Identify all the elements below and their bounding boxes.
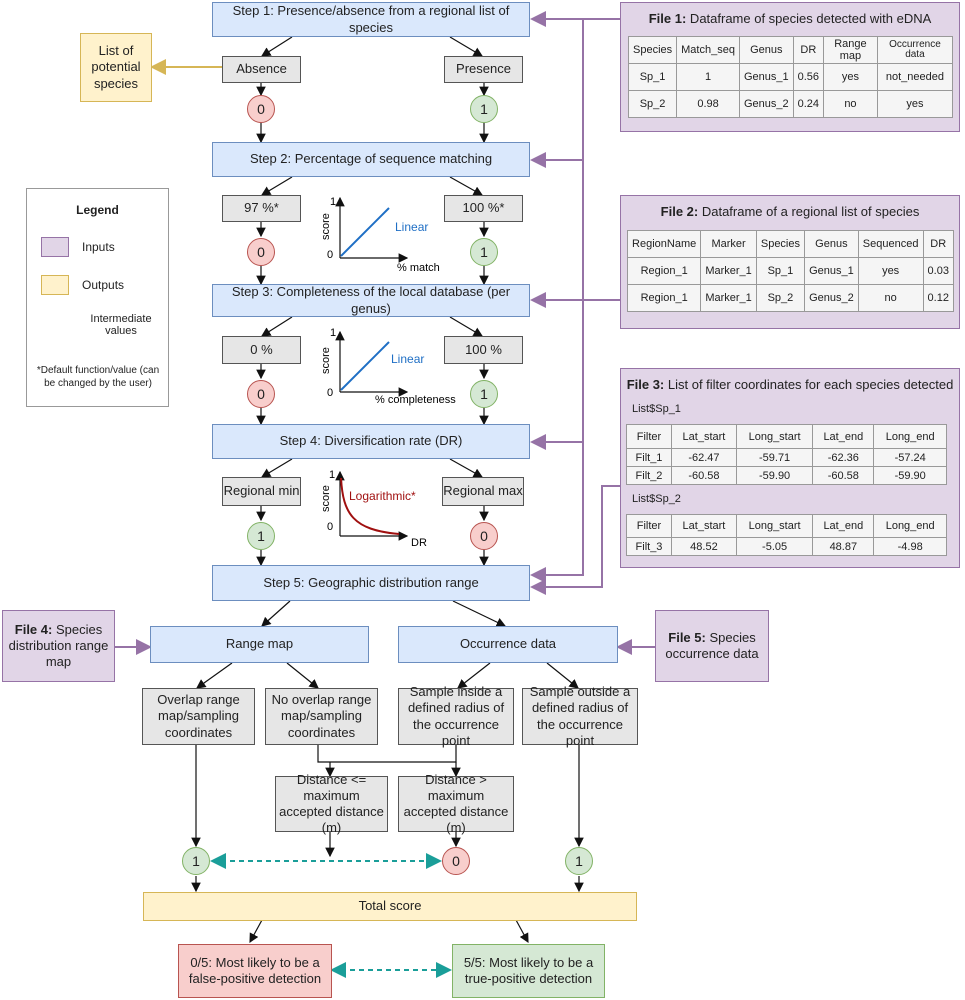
- score-circle-step5-distance: 0: [442, 847, 470, 875]
- distance-gt-box: Distance > maximum accepted distance (m): [398, 772, 514, 835]
- minichart-step2: 1 0 score % match Linear: [320, 196, 440, 274]
- minichart-step3: 1 0 score % completeness Linear: [320, 327, 456, 406]
- score-circle-step5-overlap: 1: [182, 847, 210, 875]
- minichart-step3-y1: 1: [330, 327, 336, 339]
- minichart-step2-y0: 0: [327, 249, 333, 261]
- legend-inputs-label: Inputs: [82, 240, 115, 254]
- score-circle-step1-left: 0: [247, 95, 275, 123]
- range-map-box: Range map: [150, 626, 369, 663]
- legend-panel: Legend Inputs Outputs Intermediate value…: [26, 188, 169, 407]
- file3-list2-label: List$Sp_2: [632, 493, 681, 505]
- legend-outputs-swatch: [41, 275, 69, 295]
- absence-box: Absence: [222, 56, 301, 83]
- step1-box: Step 1: Presence/absence from a regional…: [212, 2, 530, 37]
- step5-box: Step 5: Geographic distribution range: [212, 565, 530, 601]
- minichart-step3-ylabel: score: [320, 347, 332, 374]
- score-circle-step4-right: 0: [470, 522, 498, 550]
- score-circle-step3-right: 1: [470, 380, 498, 408]
- minichart-step2-ylabel: score: [320, 213, 332, 240]
- score-circle-step5-outside: 1: [565, 847, 593, 875]
- file1-title: File 1: Dataframe of species detected wi…: [648, 11, 932, 26]
- presence-box: Presence: [444, 56, 523, 83]
- legend-note: *Default function/value (can be changed …: [36, 365, 160, 389]
- score-circle-step2-left: 0: [247, 238, 275, 266]
- overlap-box: Overlap range map/sampling coordinates: [142, 688, 255, 745]
- table-row: Filt_2-60.58-59.90-60.58-59.90: [626, 466, 947, 485]
- no-overlap-box: No overlap range map/sampling coordinate…: [265, 688, 378, 745]
- minichart-step4-xlabel: DR: [411, 537, 427, 549]
- step4-left-box: Regional min: [222, 477, 301, 506]
- minichart-step2-curve-label: Linear: [395, 220, 428, 234]
- minichart-step3-y0: 0: [327, 387, 333, 399]
- step3-left-box: 0 %: [222, 336, 301, 364]
- distance-le-box: Distance <= maximum accepted distance (m…: [275, 772, 388, 835]
- legend-intermediate-label: Intermediate values: [90, 313, 152, 337]
- legend-inputs-swatch: [41, 237, 69, 257]
- minichart-step3-curve-label: Linear: [391, 352, 424, 366]
- step4-box: Step 4: Diversification rate (DR): [212, 424, 530, 459]
- minichart-step2-y1: 1: [330, 196, 336, 208]
- true-positive-result: 5/5: Most likely to be a true-positive d…: [452, 944, 605, 998]
- file5-box: File 5: Species occurrence data: [655, 610, 769, 682]
- step2-left-box: 97 %*: [222, 195, 301, 222]
- minichart-step2-xlabel: % match: [397, 262, 440, 274]
- minichart-step4-ylabel: score: [320, 485, 332, 512]
- score-circle-step3-left: 0: [247, 380, 275, 408]
- step2-box: Step 2: Percentage of sequence matching: [212, 142, 530, 177]
- score-circle-step4-left: 1: [247, 522, 275, 550]
- minichart-step4: 1 0 score DR Logarithmic*: [320, 469, 427, 549]
- score-circle-step1-right: 1: [470, 95, 498, 123]
- step2-right-box: 100 %*: [444, 195, 523, 222]
- file3-title: File 3: List of filter coordinates for e…: [626, 377, 954, 392]
- step3-right-box: 100 %: [444, 336, 523, 364]
- score-circle-step2-right: 1: [470, 238, 498, 266]
- file2-title: File 2: Dataframe of a regional list of …: [660, 204, 920, 219]
- occurrence-data-box: Occurrence data: [398, 626, 618, 663]
- step4-right-box: Regional max: [442, 477, 524, 506]
- minichart-step4-y1: 1: [329, 469, 335, 481]
- total-score-box: Total score: [143, 892, 637, 921]
- table-row: Filt_1-62.47-59.71-62.36-57.24: [626, 448, 947, 467]
- outside-radius-box: Sample outside a defined radius of the o…: [522, 684, 638, 748]
- inside-radius-box: Sample inside a defined radius of the oc…: [398, 684, 514, 748]
- minichart-step4-y0: 0: [327, 521, 333, 533]
- file3-list1-label: List$Sp_1: [632, 403, 681, 415]
- legend-outputs-label: Outputs: [82, 278, 125, 292]
- output-list-of-species: List of potential species: [80, 33, 152, 102]
- false-positive-result: 0/5: Most likely to be a false-positive …: [178, 944, 332, 998]
- step3-box: Step 3: Completeness of the local databa…: [212, 284, 530, 317]
- minichart-step3-xlabel: % completeness: [375, 394, 456, 406]
- file4-box: File 4: Species distribution range map: [2, 610, 115, 682]
- legend-title: Legend: [76, 203, 119, 217]
- minichart-step4-curve-label: Logarithmic*: [349, 489, 416, 503]
